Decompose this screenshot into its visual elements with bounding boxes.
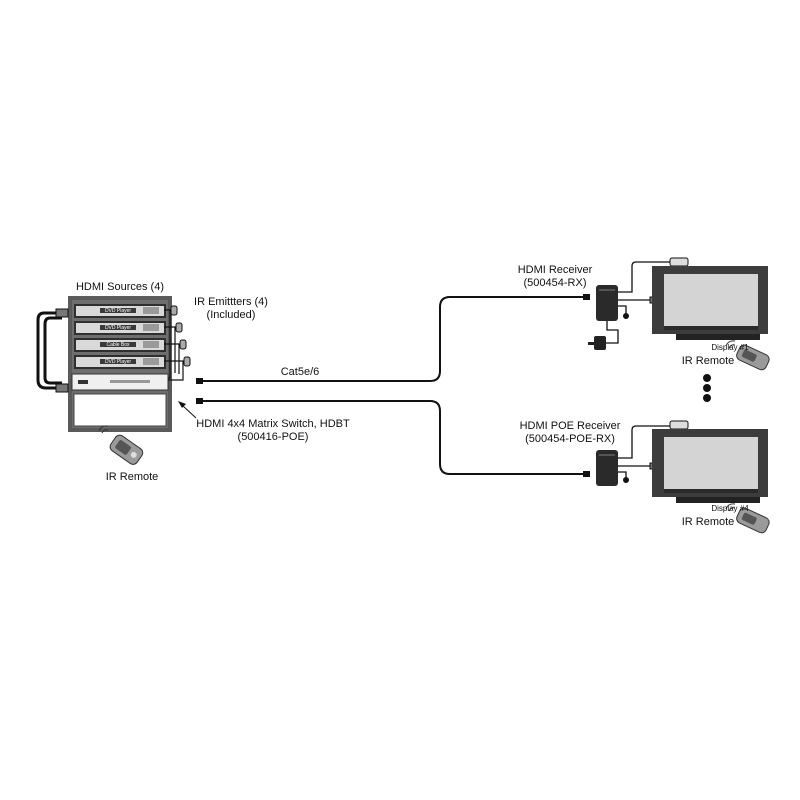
cable-label: Cat5e/6 — [280, 366, 320, 378]
remote-left-label: IR Remote — [105, 471, 159, 483]
ir-signal-icon — [725, 503, 736, 512]
source-device-3 — [74, 338, 166, 352]
rj45-plug-icon — [196, 398, 203, 404]
source-label-3: Cable Box — [106, 342, 130, 348]
ir-emitter-wires — [164, 309, 184, 381]
switch-label-1: HDMI 4x4 Matrix Switch, HDBT — [196, 418, 350, 430]
source-device-2 — [74, 321, 166, 335]
hdmi-plug-icon — [55, 308, 69, 318]
ellipsis-dot — [703, 374, 711, 382]
emitters-label-2: (Included) — [206, 309, 256, 321]
hdmi-poe-receiver — [596, 450, 618, 486]
receiver-2-wires — [618, 425, 672, 478]
switch-pointer-arrow — [178, 401, 197, 419]
sources-title: HDMI Sources (4) — [75, 281, 165, 293]
ir-sensor-icon — [669, 420, 689, 430]
receiver-1-label-2: (500454-RX) — [523, 277, 587, 289]
ir-remote-right-1-icon — [736, 344, 770, 371]
hdmi-plug-icon — [55, 383, 69, 393]
equipment-rack — [68, 296, 172, 432]
ir-remote-left-icon — [109, 434, 144, 465]
cat5e-cable-1 — [200, 296, 588, 382]
source-device-4 — [74, 355, 166, 369]
matrix-switch — [71, 373, 169, 391]
display-4-label: Display #4 — [711, 504, 749, 513]
remote-right-2-label: IR Remote — [681, 516, 735, 528]
ir-signal-icon — [725, 340, 736, 349]
remote-right-1-label: IR Remote — [681, 355, 735, 367]
receiver-1-label-1: HDMI Receiver — [517, 264, 593, 276]
display-4-tv-icon — [652, 429, 768, 503]
rj45-plug-icon — [196, 378, 203, 384]
ir-emitter-icon — [170, 305, 191, 367]
ir-blaster-icon — [623, 477, 629, 483]
source-label-4: DVD Player — [104, 359, 132, 365]
ellipsis-dot — [703, 394, 711, 402]
emitters-label-1: IR Emittters (4) — [194, 296, 268, 308]
ir-signal-icon — [98, 425, 109, 434]
cat5e-cable-2 — [200, 400, 588, 475]
source-label-2: DVD Player — [104, 325, 132, 331]
source-device-1 — [74, 304, 166, 318]
ir-remote-right-2-icon — [736, 507, 770, 534]
rj45-plug-icon — [583, 294, 590, 300]
receiver-2-label-1: HDMI POE Receiver — [519, 420, 621, 432]
receiver-2-label-2: (500454-POE-RX) — [525, 433, 615, 445]
ir-sensor-icon — [669, 257, 689, 267]
display-1-label: Display #1 — [711, 343, 749, 352]
hdmi-loop-cables — [36, 311, 62, 390]
rj45-plug-icon — [583, 471, 590, 477]
power-adapter-icon — [588, 336, 619, 350]
ellipsis-dot — [703, 384, 711, 392]
ir-blaster-icon — [623, 313, 629, 319]
source-label-1: DVD Player — [104, 308, 132, 314]
switch-label-2: (500416-POE) — [237, 431, 309, 443]
display-1-tv-icon — [652, 266, 768, 340]
hdmi-receiver-1 — [596, 285, 618, 321]
receiver-1-wires — [606, 261, 672, 336]
